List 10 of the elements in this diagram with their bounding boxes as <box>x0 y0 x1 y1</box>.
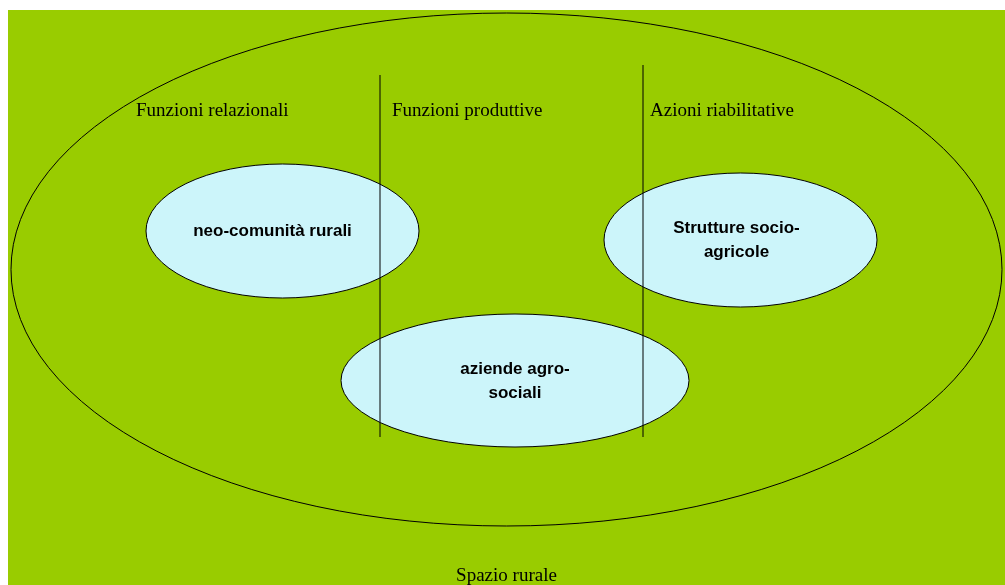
column-heading: Funzioni produttive <box>392 98 543 122</box>
ellipse-node <box>603 172 878 308</box>
area-title: Spazio rurale <box>455 565 558 584</box>
column-heading: Azioni riabilitative <box>650 98 795 122</box>
node-label: Strutture socio-agricole <box>672 217 801 263</box>
ellipse-node <box>340 313 690 448</box>
node-label: neo-comunità rurali <box>193 220 352 242</box>
node-label: aziende agro-sociali <box>459 357 571 404</box>
column-heading: Funzioni relazionali <box>136 98 289 122</box>
ellipse-node <box>145 163 420 299</box>
